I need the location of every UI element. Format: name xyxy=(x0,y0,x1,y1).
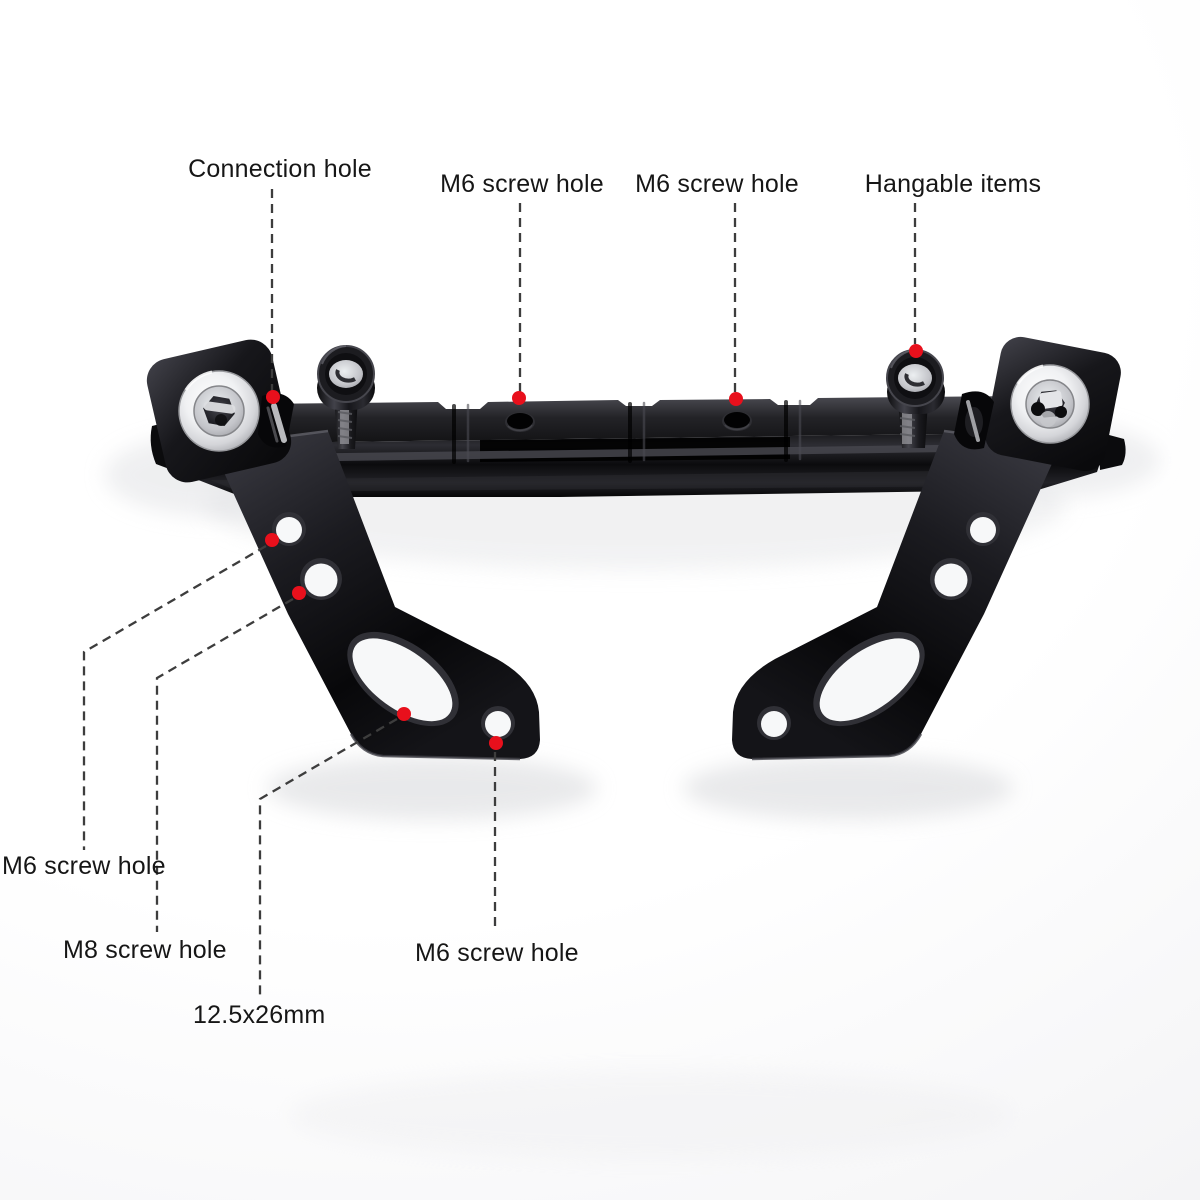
left-bracket-plate xyxy=(211,429,540,761)
left-plate-hole-m8 xyxy=(300,558,342,600)
crossbar xyxy=(150,396,1126,497)
right-hex-glint xyxy=(1039,390,1063,409)
dot-m6-top-left xyxy=(512,391,526,405)
label-m6-screw-hole-top-left: M6 screw hole xyxy=(440,170,604,198)
left-bolt-threads xyxy=(340,404,349,444)
right-hex-shadow-a xyxy=(1031,402,1045,416)
left-hex-shadow xyxy=(215,414,227,426)
left-bolt-socket xyxy=(329,360,363,388)
left-end-cap xyxy=(146,339,294,483)
left-plate-hole-m6-bottom xyxy=(481,706,515,740)
right-plate-hole-small xyxy=(966,512,1000,546)
right-chrome-glint-arc xyxy=(1016,364,1044,385)
label-m8-screw-hole: M8 screw hole xyxy=(63,936,227,964)
left-bolt-head-glint xyxy=(321,345,347,365)
label-m6-screw-hole-side-left: M6 screw hole xyxy=(2,852,166,880)
dot-m8 xyxy=(292,586,306,600)
right-cap-pin-glint xyxy=(966,400,980,442)
leader-lines xyxy=(82,189,917,998)
left-bolt-socket-mark xyxy=(335,369,356,383)
left-plate-oval-slot xyxy=(347,631,459,727)
dot-hangable-items xyxy=(909,344,923,358)
left-standing-bolt xyxy=(317,345,375,449)
left-plate-hole-small xyxy=(272,512,306,546)
left-plate-bottom-highlight xyxy=(349,733,521,761)
right-plate-hole-m8 xyxy=(930,558,972,600)
dot-connection-hole xyxy=(266,390,280,404)
left-cap-slot-pin xyxy=(271,403,287,443)
leader-m8 xyxy=(155,598,294,932)
label-m6-screw-hole-top-right: M6 screw hole xyxy=(635,170,799,198)
right-hex-shadow-b xyxy=(1055,406,1067,418)
crossbar-highlight xyxy=(200,443,1085,463)
left-cap-slot-shadow xyxy=(266,406,279,443)
m6-hole-top-left xyxy=(505,412,535,432)
left-hex-glint xyxy=(203,401,236,414)
right-plate-oval-slot xyxy=(813,631,925,727)
label-slot-size: 12.5x26mm xyxy=(193,1001,326,1029)
right-bolt-socket-mark xyxy=(904,373,925,387)
crossbar-lower-sheen xyxy=(210,470,1020,492)
right-bolt-thread-lines xyxy=(899,417,916,437)
label-hangable-items: Hangable items xyxy=(864,170,1042,198)
dot-m6-top-right xyxy=(729,392,743,406)
marker-dots xyxy=(265,344,923,750)
dot-m6-bottom xyxy=(489,736,503,750)
left-chrome-glint-arc xyxy=(184,370,213,391)
right-bolt-threads xyxy=(902,412,912,444)
right-plate-bottom-highlight xyxy=(751,733,923,761)
crossbar-grooves xyxy=(452,399,802,464)
right-end-cap xyxy=(954,336,1121,472)
right-hex-lower-glint xyxy=(1040,411,1056,427)
right-bolt-socket xyxy=(898,364,932,392)
left-bolt-thread-lines xyxy=(337,411,353,439)
leader-slot-size xyxy=(258,718,398,998)
crossbar-top-face xyxy=(182,396,1098,444)
dot-slot-size xyxy=(397,707,411,721)
label-m6-screw-hole-bottom: M6 screw hole xyxy=(415,939,579,967)
right-bracket-plate xyxy=(732,429,1061,761)
label-connection-hole: Connection hole xyxy=(188,155,372,183)
m6-hole-top-right xyxy=(722,411,752,431)
right-plate-hole-m6-bottom xyxy=(757,706,791,740)
leader-m6-side-left xyxy=(82,545,267,850)
dot-m6-side-left xyxy=(265,533,279,547)
